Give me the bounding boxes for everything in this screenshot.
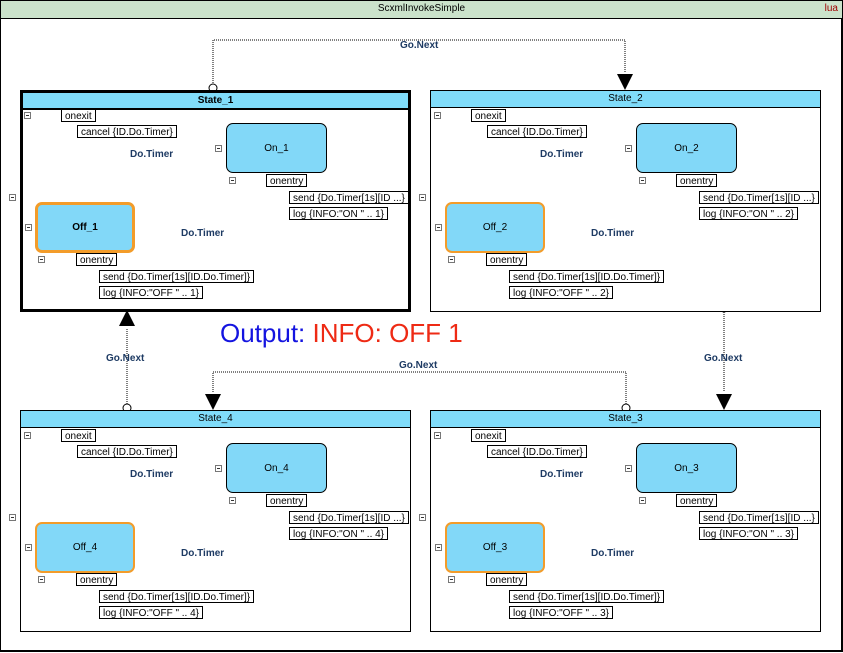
transition-label-go-next-4-1[interactable]: Go.Next — [106, 353, 145, 364]
collapse-toggle-off-1[interactable] — [25, 224, 32, 231]
cancel-action-1[interactable]: cancel {ID.Do.Timer} — [77, 125, 177, 138]
off-onentry-label-4[interactable]: onentry — [76, 573, 118, 586]
go-next-arrowhead-4 — [205, 394, 221, 410]
collapse-toggle-off-onentry-3[interactable] — [448, 576, 455, 583]
on-onentry-label-1[interactable]: onentry — [266, 174, 308, 187]
cancel-action-2[interactable]: cancel {ID.Do.Timer} — [487, 125, 587, 138]
transition-label-go-next-2-3[interactable]: Go.Next — [704, 353, 743, 364]
go-next-arrowhead-1 — [119, 310, 135, 326]
output-readout: Output: INFO: OFF 1 — [220, 318, 463, 349]
collapse-toggle-on-onentry-1[interactable] — [229, 177, 236, 184]
language-label: lua — [824, 3, 838, 14]
collapse-toggle-on-2[interactable] — [625, 145, 632, 152]
collapse-toggle-onexit-3[interactable] — [434, 432, 441, 439]
off-onentry-label-2[interactable]: onentry — [486, 253, 528, 266]
go-next-3-to-4 — [212, 371, 627, 404]
scxml-frame — [0, 18, 843, 652]
output-label: Output: — [220, 318, 306, 348]
collapse-toggle-on-3[interactable] — [625, 465, 632, 472]
off-log-action-4[interactable]: log {INFO:"OFF " .. 4} — [99, 606, 204, 619]
collapse-toggle-off-4[interactable] — [25, 544, 32, 551]
state-header-4[interactable]: State_4 — [21, 411, 410, 428]
substate-off_1[interactable]: Off_1 — [35, 202, 135, 253]
state-header-3[interactable]: State_3 — [431, 411, 820, 428]
collapse-toggle-off-onentry-4[interactable] — [38, 576, 45, 583]
off-send-action-2[interactable]: send {Do.Timer[1s][ID.Do.Timer]} — [509, 270, 665, 283]
go-next-1-to-2 — [212, 39, 626, 85]
on-send-action-2[interactable]: send {Do.Timer[1s][ID ...} — [699, 191, 819, 204]
on-onentry-label-2[interactable]: onentry — [676, 174, 718, 187]
transition-label-go-next-3-4[interactable]: Go.Next — [399, 360, 438, 371]
collapse-toggle-off-onentry-2[interactable] — [448, 256, 455, 263]
off-log-action-3[interactable]: log {INFO:"OFF " .. 3} — [509, 606, 614, 619]
off-send-action-3[interactable]: send {Do.Timer[1s][ID.Do.Timer]} — [509, 590, 665, 603]
do-timer-label-upper-4[interactable]: Do.Timer — [130, 469, 174, 480]
do-timer-label-lower-1[interactable]: Do.Timer — [181, 228, 225, 239]
on-log-action-1[interactable]: log {INFO:"ON " .. 1} — [289, 207, 389, 220]
cancel-action-4[interactable]: cancel {ID.Do.Timer} — [77, 445, 177, 458]
title-bar: ScxmlInvokeSimple lua — [0, 0, 843, 19]
collapse-toggle-onexit-4[interactable] — [24, 432, 31, 439]
state-header-1[interactable]: State_1 — [23, 93, 408, 110]
collapse-toggle-state-4[interactable] — [9, 514, 16, 521]
collapse-toggle-on-onentry-2[interactable] — [639, 177, 646, 184]
cancel-action-3[interactable]: cancel {ID.Do.Timer} — [487, 445, 587, 458]
substate-off_4[interactable]: Off_4 — [35, 522, 135, 573]
collapse-toggle-off-2[interactable] — [435, 224, 442, 231]
off-onentry-label-3[interactable]: onentry — [486, 573, 528, 586]
substate-on_4[interactable]: On_4 — [226, 443, 327, 493]
substate-off_3[interactable]: Off_3 — [445, 522, 545, 573]
do-timer-label-upper-3[interactable]: Do.Timer — [540, 469, 584, 480]
on-onentry-label-3[interactable]: onentry — [676, 494, 718, 507]
collapse-toggle-state-2[interactable] — [419, 194, 426, 201]
onexit-label-1[interactable]: onexit — [61, 109, 96, 122]
collapse-toggle-on-1[interactable] — [215, 145, 222, 152]
collapse-toggle-state-3[interactable] — [419, 514, 426, 521]
on-onentry-label-4[interactable]: onentry — [266, 494, 308, 507]
on-send-action-1[interactable]: send {Do.Timer[1s][ID ...} — [289, 191, 409, 204]
on-log-action-3[interactable]: log {INFO:"ON " .. 3} — [699, 527, 799, 540]
go-next-arrowhead-3 — [716, 394, 732, 410]
on-log-action-2[interactable]: log {INFO:"ON " .. 2} — [699, 207, 799, 220]
on-log-action-4[interactable]: log {INFO:"ON " .. 4} — [289, 527, 389, 540]
onexit-label-4[interactable]: onexit — [61, 429, 96, 442]
off-send-action-4[interactable]: send {Do.Timer[1s][ID.Do.Timer]} — [99, 590, 255, 603]
onexit-label-3[interactable]: onexit — [471, 429, 506, 442]
collapse-toggle-on-onentry-3[interactable] — [639, 497, 646, 504]
collapse-toggle-onexit-2[interactable] — [434, 112, 441, 119]
do-timer-label-lower-2[interactable]: Do.Timer — [591, 228, 635, 239]
transition-label-go-next-1-2[interactable]: Go.Next — [400, 40, 439, 51]
do-timer-label-lower-3[interactable]: Do.Timer — [591, 548, 635, 559]
substate-off_2[interactable]: Off_2 — [445, 202, 545, 253]
off-log-action-1[interactable]: log {INFO:"OFF " .. 1} — [99, 286, 204, 299]
do-timer-label-upper-1[interactable]: Do.Timer — [130, 149, 174, 160]
do-timer-label-lower-4[interactable]: Do.Timer — [181, 548, 225, 559]
onexit-label-2[interactable]: onexit — [471, 109, 506, 122]
collapse-toggle-off-3[interactable] — [435, 544, 442, 551]
collapse-toggle-state-1[interactable] — [9, 194, 16, 201]
on-send-action-4[interactable]: send {Do.Timer[1s][ID ...} — [289, 511, 409, 524]
collapse-toggle-off-onentry-1[interactable] — [38, 256, 45, 263]
substate-on_3[interactable]: On_3 — [636, 443, 737, 493]
output-value: INFO: OFF 1 — [312, 318, 463, 348]
collapse-toggle-onexit-1[interactable] — [24, 112, 31, 119]
go-next-arrowhead-2 — [617, 74, 633, 90]
substate-on_1[interactable]: On_1 — [226, 123, 327, 173]
state-header-2[interactable]: State_2 — [431, 91, 820, 108]
off-onentry-label-1[interactable]: onentry — [76, 253, 118, 266]
off-log-action-2[interactable]: log {INFO:"OFF " .. 2} — [509, 286, 614, 299]
collapse-toggle-on-onentry-4[interactable] — [229, 497, 236, 504]
off-send-action-1[interactable]: send {Do.Timer[1s][ID.Do.Timer]} — [99, 270, 255, 283]
collapse-toggle-on-4[interactable] — [215, 465, 222, 472]
window-title: ScxmlInvokeSimple — [377, 3, 466, 14]
on-send-action-3[interactable]: send {Do.Timer[1s][ID ...} — [699, 511, 819, 524]
do-timer-label-upper-2[interactable]: Do.Timer — [540, 149, 584, 160]
substate-on_2[interactable]: On_2 — [636, 123, 737, 173]
